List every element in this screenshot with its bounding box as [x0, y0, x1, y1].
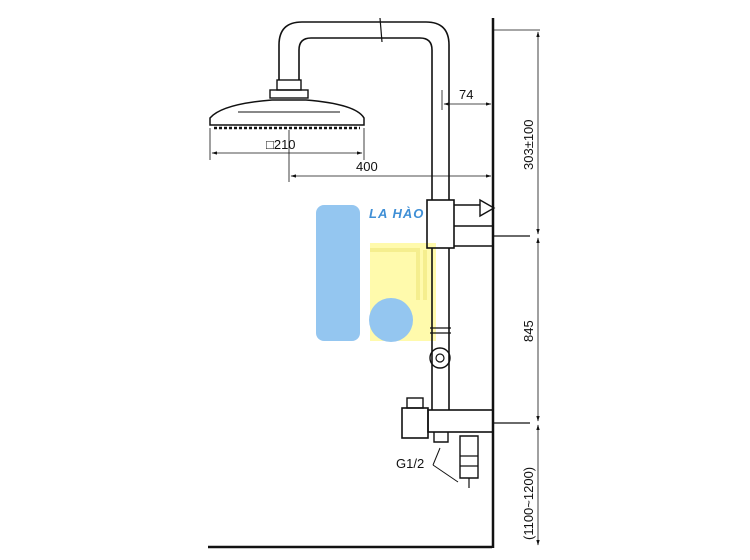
diverter-block	[426, 198, 530, 249]
watermark-text: LA HÀO	[369, 206, 424, 221]
wall	[208, 18, 495, 549]
head-size-label: □210	[266, 137, 296, 152]
wall-offset-label: 74	[459, 87, 473, 102]
wall-offset-dimension	[441, 90, 492, 110]
watermark-logo	[316, 205, 436, 342]
mount-height-label: (1100~1200)	[521, 467, 536, 540]
head-size-dimension	[209, 128, 365, 160]
inlet-leader-line	[432, 464, 459, 483]
vertical-dimension-line	[494, 29, 540, 546]
arm-length-dimension	[288, 130, 492, 182]
bar-length-label: 845	[521, 320, 536, 342]
shower-head	[209, 79, 365, 130]
mixing-valve	[401, 397, 530, 488]
inlet-thread-label: G1/2	[396, 456, 424, 471]
arm-length-label: 400	[356, 159, 378, 174]
riser-pipe	[278, 17, 451, 410]
head-rise-label: 303±100	[521, 119, 536, 170]
